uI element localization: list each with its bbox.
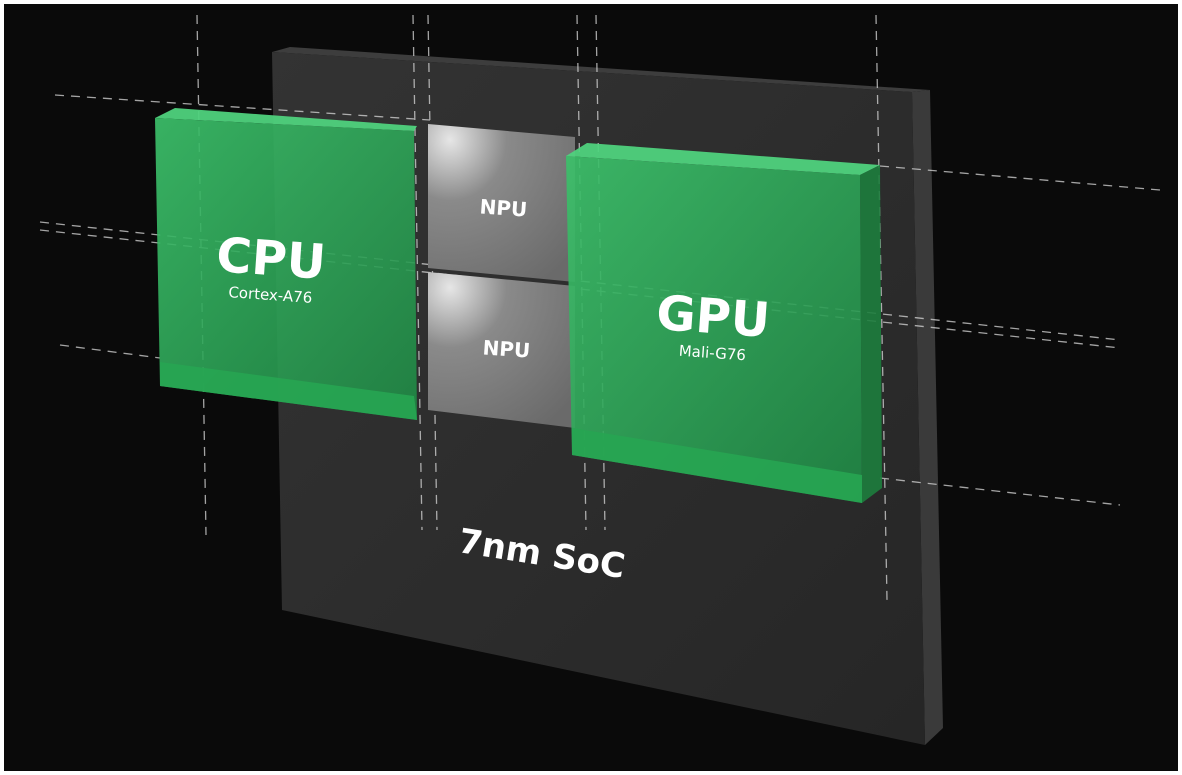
soc-die-top-edge [272,47,930,92]
gpu-subtitle: Mali-G76 [678,342,746,365]
gpu-block [566,143,882,503]
cpu-subtitle: Cortex-A76 [228,283,313,307]
gpu-block-front-face [566,156,862,503]
gpu-block-bottom-face [572,428,862,503]
cpu-block-top-face [155,108,417,131]
npu-block-top [428,124,575,282]
cpu-title: CPU [215,227,328,290]
npu-label-top: NPU [479,194,528,221]
npu-block-bottom [428,272,575,428]
gpu-block-right-face [860,165,882,503]
cpu-block-front-face [155,118,417,420]
npu-label-bottom: NPU [482,335,531,362]
gpu-title: GPU [655,285,772,349]
cpu-block [155,108,417,420]
soc-diagram: CPU Cortex-A76 NPU NPU GPU Mali-G76 7nm … [4,4,1178,771]
soc-die-right-edge [912,90,943,745]
gpu-block-top-face [566,143,880,175]
cpu-block-bottom-face [160,362,417,420]
soc-diagram-svg: CPU Cortex-A76 NPU NPU GPU Mali-G76 7nm … [39,14,1161,745]
